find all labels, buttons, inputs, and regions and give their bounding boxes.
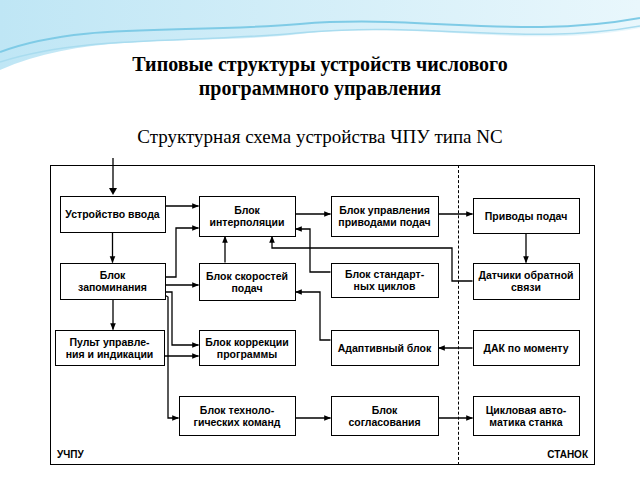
connector xyxy=(112,300,113,330)
process-box: Блок согласования xyxy=(331,396,439,436)
connector xyxy=(166,296,179,419)
process-box: Блок скоростей подач xyxy=(199,263,296,301)
connector xyxy=(166,284,199,285)
connector xyxy=(439,417,473,418)
connector xyxy=(525,234,526,263)
box-label: Блок интерполяции xyxy=(204,204,291,228)
process-box: Приводы подач xyxy=(473,198,580,234)
connector xyxy=(439,347,473,348)
box-label: ДАК по моменту xyxy=(483,342,568,354)
process-box: Блок интерполяции xyxy=(199,196,296,237)
connector xyxy=(296,292,331,340)
process-box: Пульт управле- ния и индикации xyxy=(55,330,165,366)
process-box: Блок запоминания xyxy=(60,263,166,300)
box-label: Блок скоростей подач xyxy=(204,270,291,294)
box-label: Блок техноло- гических команд xyxy=(184,404,291,428)
box-label: Блок согласования xyxy=(336,404,434,428)
box-label: Блок коррекции программы xyxy=(204,336,291,360)
process-box: Блок управления приводами подач xyxy=(331,196,439,237)
connector xyxy=(165,355,199,356)
region-label: УЧПУ xyxy=(57,449,84,460)
box-label: Датчики обратной связи xyxy=(478,269,575,293)
process-box: Устройство ввода xyxy=(60,196,166,233)
connector xyxy=(224,237,225,263)
box-label: Пульт управле- ния и индикации xyxy=(60,336,160,360)
connector xyxy=(439,213,473,214)
process-box: Блок коррекции программы xyxy=(199,330,296,366)
connector xyxy=(166,205,199,206)
box-label: Устройство ввода xyxy=(65,208,159,220)
connector xyxy=(166,292,199,345)
box-label: Блок стандарт- ных циклов xyxy=(336,268,434,292)
box-label: Адаптивный блок xyxy=(338,342,432,354)
process-box: Блок стандарт- ных циклов xyxy=(331,263,439,298)
caption: Структурная схема устройства ЧПУ типа NC xyxy=(60,126,580,148)
box-label: Блок запоминания xyxy=(65,269,161,293)
box-label: Приводы подач xyxy=(485,210,568,222)
connector xyxy=(112,233,113,263)
wave-line xyxy=(0,18,640,52)
process-box: Блок техноло- гических команд xyxy=(179,396,296,436)
connector xyxy=(296,213,331,214)
box-label: Цикловая авто- матика станка xyxy=(478,404,575,428)
title: Типовые структуры устройств числового пр… xyxy=(90,52,550,100)
input-line xyxy=(112,158,113,192)
box-label: Блок управления приводами подач xyxy=(336,204,434,228)
region-label: СТАНОК xyxy=(547,449,588,460)
process-box: Адаптивный блок xyxy=(331,330,439,366)
input-arrowhead xyxy=(109,188,117,195)
connector xyxy=(296,417,331,418)
connector xyxy=(166,228,199,277)
region-frame: УЧПУУстройство вводаБлок интерполяцииБло… xyxy=(50,165,458,465)
region-frame: СТАНОК Приводы подачДатчики обратной связ… xyxy=(458,165,595,465)
process-box: Цикловая авто- матика станка xyxy=(473,396,580,436)
connector xyxy=(296,229,331,272)
process-box: ДАК по моменту xyxy=(473,330,580,366)
process-box: Датчики обратной связи xyxy=(473,263,580,300)
